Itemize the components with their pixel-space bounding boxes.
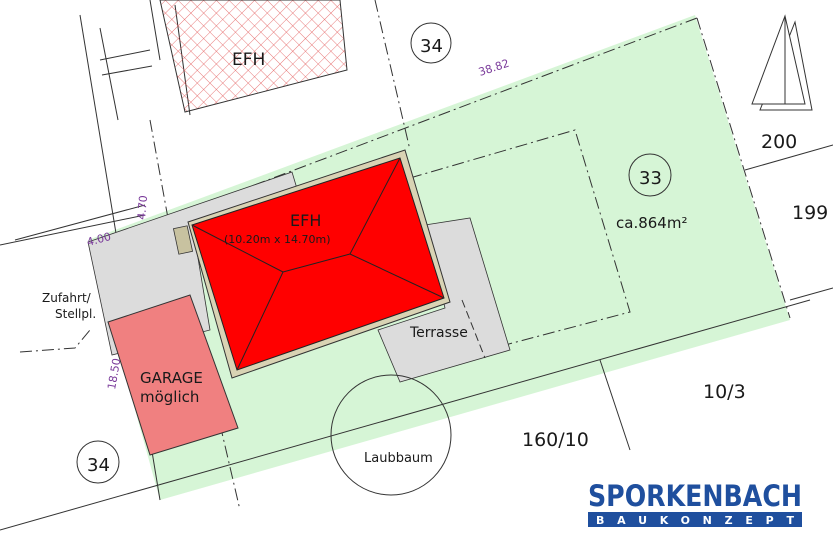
parcel-33-label: 33 [639, 168, 662, 189]
neighbor-house-label: EFH [232, 50, 265, 70]
house-size-label: (10.20m x 14.70m) [224, 233, 331, 246]
parcel-200-label: 200 [761, 131, 797, 153]
neighbor-house [159, 0, 348, 113]
garage [107, 294, 239, 456]
dimension-driveway-width: 4.00 [85, 230, 112, 249]
terrace-dash-line [461, 299, 486, 359]
tree-label: Laubbaum [364, 451, 433, 466]
house-label: EFH [290, 211, 321, 230]
parcel-10-3-label: 10/3 [703, 381, 746, 403]
entrance-step [172, 225, 194, 255]
garage-label-line1: GARAGE [140, 369, 203, 387]
north-arrow-icon [751, 14, 813, 111]
tree-circle [330, 374, 452, 496]
dimension-top-edge: 38.82 [477, 57, 511, 79]
logo-tagline-bar [588, 512, 802, 527]
parcel-33-circle [628, 153, 672, 197]
company-logo: SPORKENBACH BAUKONZEPT [588, 479, 802, 527]
dimension-left-edge: 18.50 [105, 357, 123, 390]
logo-name: SPORKENBACH [588, 479, 802, 513]
parcel-199-label: 199 [792, 202, 828, 224]
dimension-left-offset: 4.70 [135, 195, 150, 221]
garage-label-line2: möglich [140, 388, 199, 406]
driveway-label-line1: Zufahrt/ [42, 291, 92, 305]
terrace-label: Terrasse [409, 325, 468, 341]
area-label: ca.864m² [616, 214, 687, 232]
parcel-34-top-circle [410, 22, 452, 64]
roof-ridges [191, 157, 445, 371]
parcel-34-bottom-label: 34 [87, 455, 110, 476]
driveway-label-line2: Stellpl. [55, 307, 96, 321]
parcel-34-top-label: 34 [420, 36, 443, 57]
parcel-34-bottom-circle [76, 440, 120, 484]
parcel-160-10-label: 160/10 [522, 429, 589, 451]
